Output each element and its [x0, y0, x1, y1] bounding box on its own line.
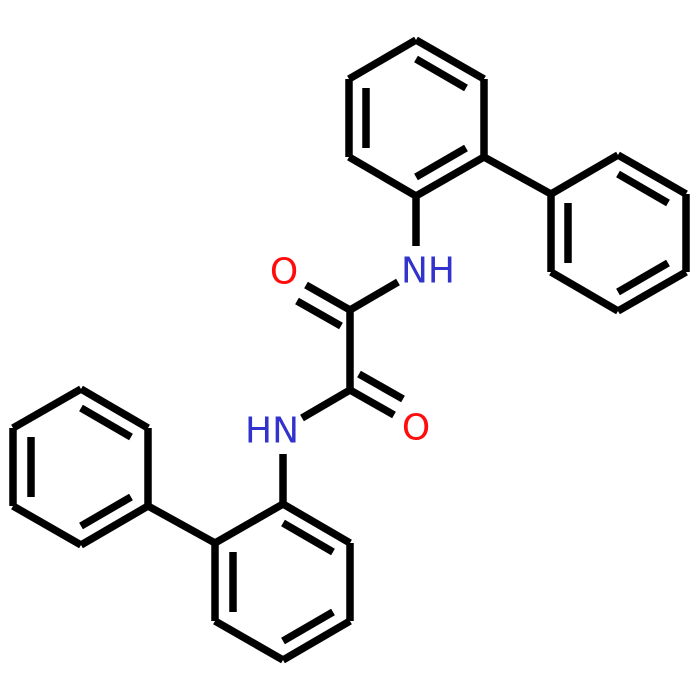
inner-double-bond: [79, 493, 133, 530]
bond: [616, 268, 688, 315]
bond: [11, 502, 83, 549]
top-phenyl-ring: [547, 151, 690, 315]
inner-double-bond: [79, 404, 133, 441]
bottom-phenyl-ring: [9, 385, 152, 549]
carbonyl-double-bond-bottom: [348, 386, 396, 419]
bond: [616, 151, 688, 198]
atom-label-hn-bottom: HN: [245, 411, 299, 452]
bond-nh-to-carbonyl-top: [348, 278, 400, 314]
bond: [414, 153, 486, 200]
inner-double-bond: [281, 608, 335, 645]
carbonyl-double-bond-top: [304, 281, 352, 314]
bond: [347, 153, 418, 200]
inner-double-bond: [616, 259, 670, 296]
bond: [281, 500, 352, 547]
biaryl-bond-top: [482, 153, 553, 198]
carbonyl-double-bond-top: [295, 297, 343, 330]
bottom-aniline-ring: [211, 500, 354, 664]
bond: [79, 385, 150, 432]
bond: [414, 36, 486, 83]
bond: [549, 268, 620, 315]
inner-double-bond: [616, 170, 670, 207]
bond: [549, 151, 620, 198]
bond: [281, 617, 352, 664]
bond: [79, 502, 150, 549]
bond: [213, 617, 285, 664]
bond: [347, 36, 418, 83]
inner-double-bond: [414, 144, 468, 181]
inner-double-bond: [281, 519, 335, 556]
atom-label-o-top: O: [270, 252, 298, 293]
atom-label-o-bottom: O: [402, 408, 430, 449]
top-aniline-ring: [345, 36, 488, 200]
bond: [213, 500, 285, 547]
biaryl-bond-bottom: [146, 502, 217, 547]
bond: [11, 385, 83, 432]
inner-double-bond: [414, 55, 468, 92]
atom-label-nh-top: NH: [401, 251, 455, 292]
bond-carbonyl-to-nh-bottom: [300, 386, 352, 422]
carbonyl-double-bond-bottom: [357, 370, 405, 403]
